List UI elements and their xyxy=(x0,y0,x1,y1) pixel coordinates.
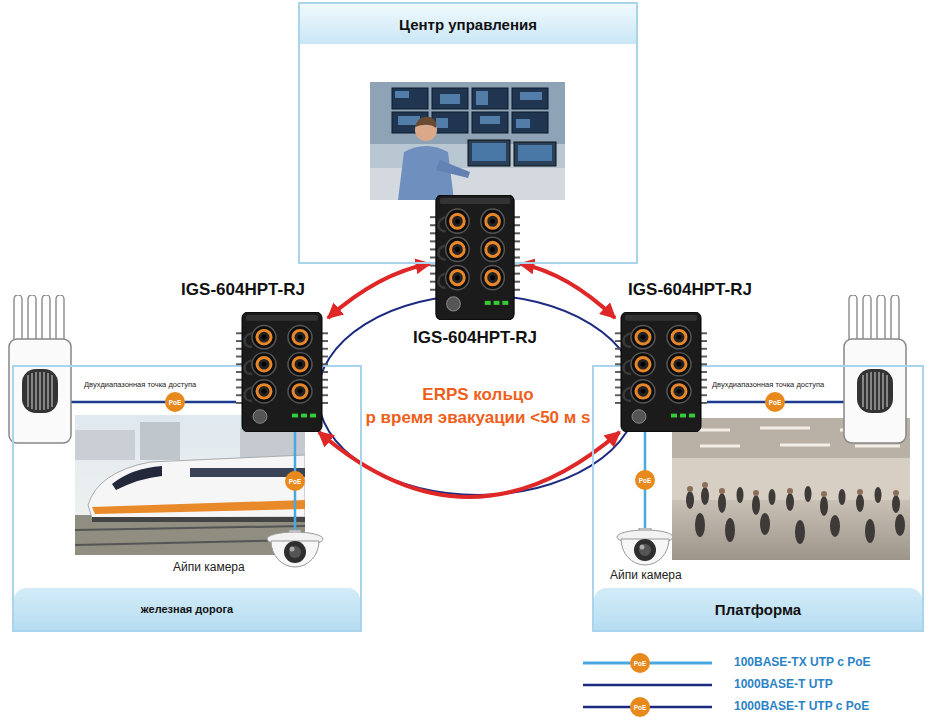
device-model-label: IGS-604HPT-RJ xyxy=(181,280,305,300)
network-switch: IGS-604HPT-RJ xyxy=(236,312,328,432)
poe-badge: PoE xyxy=(630,697,650,717)
footer-band: железная дорога xyxy=(14,588,360,630)
network-switch: IGS-604HPT-RJ xyxy=(615,312,707,432)
railway-photo xyxy=(75,415,305,555)
access-point-label: Двухдиапазонная точка доступа xyxy=(712,380,824,389)
legend-text: 100BASE-TX UTP с PoE xyxy=(734,655,871,669)
switch-shape xyxy=(430,195,520,320)
header-band: Центр управления xyxy=(300,4,636,44)
ring-caption: ERPS кольцо xyxy=(422,385,533,405)
poe-badge: PoE xyxy=(165,392,185,412)
ip-camera: Айпи камера xyxy=(165,530,330,585)
zone-title: железная дорога xyxy=(141,603,233,615)
panel-title: Центр управления xyxy=(399,16,537,33)
camera-label: Айпи камера xyxy=(610,568,682,582)
ring-caption: р время эвакуации <50 м s xyxy=(365,408,590,428)
camera-dome xyxy=(265,530,325,570)
legend-text: 1000BASE-T UTP с PoE xyxy=(734,699,869,713)
footer-band: Платформа xyxy=(594,588,922,630)
poe-badge: PoE xyxy=(630,653,650,673)
zone-title: Платформа xyxy=(715,601,801,618)
switch-shape xyxy=(615,312,707,432)
device-model-label: IGS-604HPT-RJ xyxy=(413,328,537,348)
camera-dome xyxy=(615,528,675,568)
switch-shape xyxy=(236,312,328,432)
control-room-photo xyxy=(370,82,565,200)
poe-badge: PoE xyxy=(765,392,785,412)
access-point-label: Двухдиапазонная точка доступа xyxy=(84,380,196,389)
network-switch: IGS-604HPT-RJ xyxy=(430,195,520,320)
ring-link xyxy=(319,432,620,497)
ring-link xyxy=(520,264,615,318)
ring-link xyxy=(328,264,430,318)
poe-badge: PoE xyxy=(285,471,305,491)
poe-badge: PoE xyxy=(635,470,655,490)
device-model-label: IGS-604HPT-RJ xyxy=(628,280,752,300)
camera-label: Айпи камера xyxy=(173,560,245,574)
legend-text: 1000BASE-T UTP xyxy=(734,677,833,691)
ip-camera: Айпи камера xyxy=(610,528,710,586)
